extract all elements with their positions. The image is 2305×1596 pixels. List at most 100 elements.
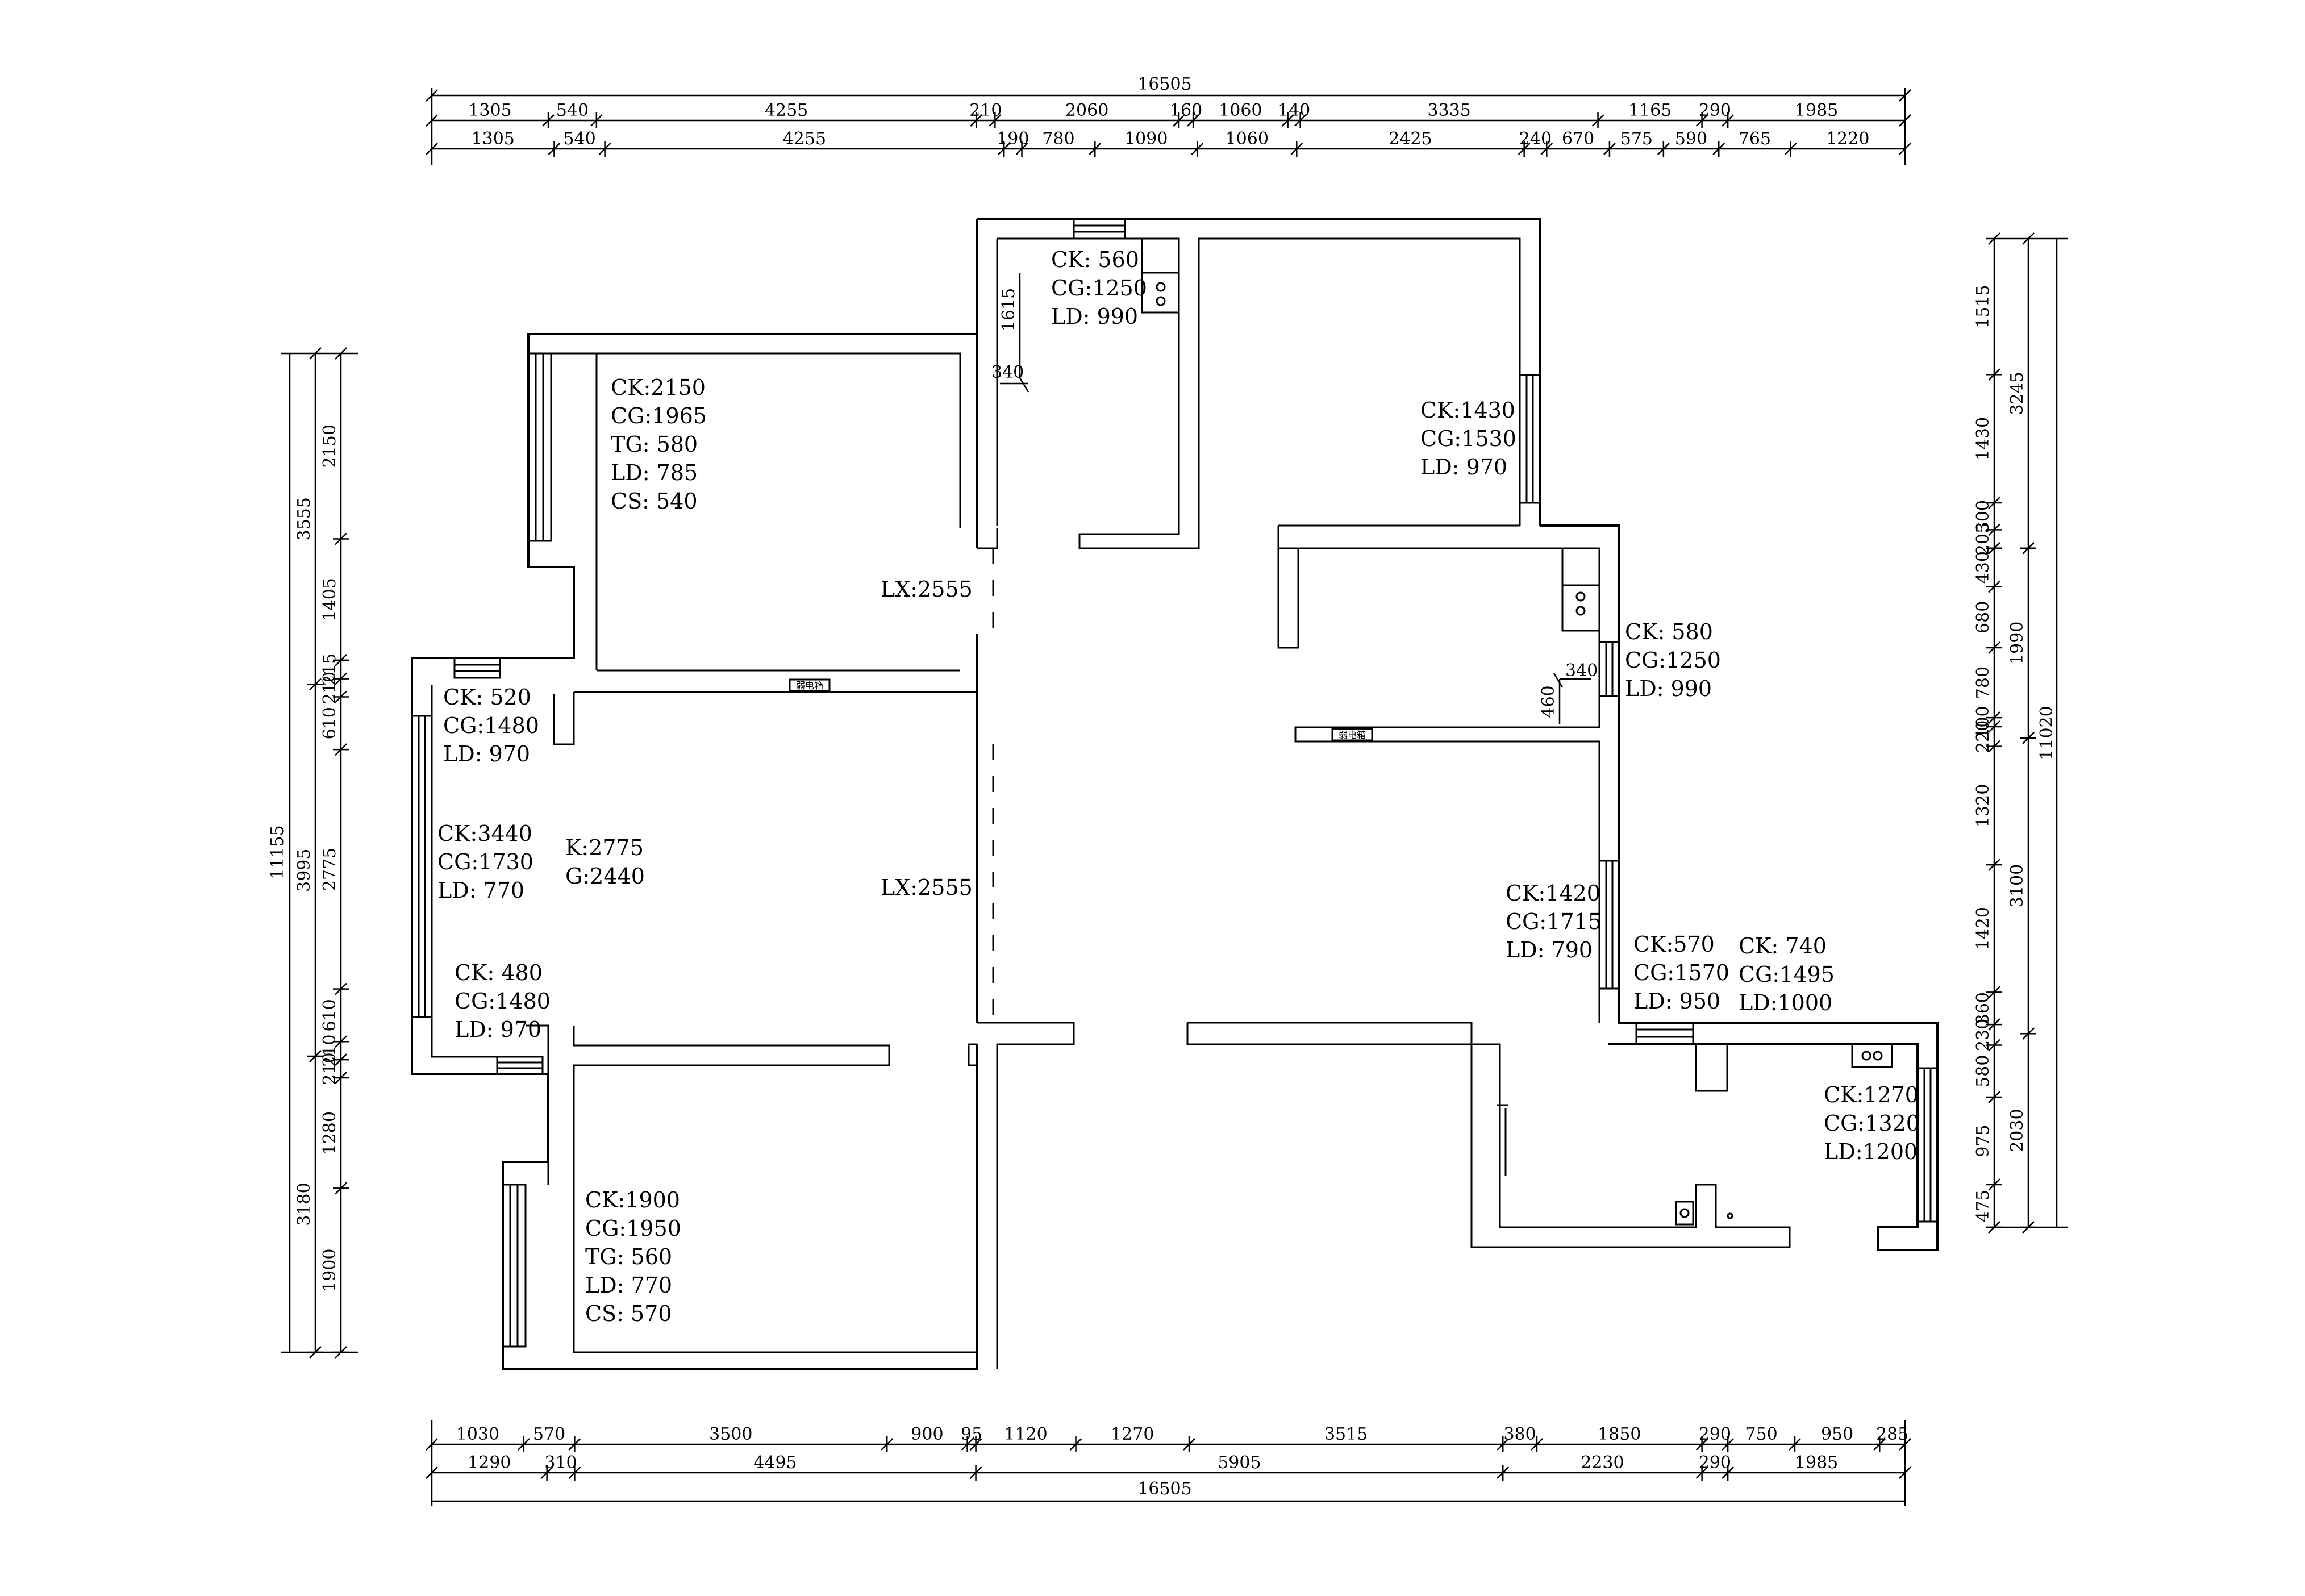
dim-bottom-segment: 3500 (709, 1424, 752, 1444)
dim-bottom-segment: 95 (961, 1424, 982, 1444)
dim-top-segment: 1220 (1826, 129, 1869, 149)
dim-top-segment: 590 (1675, 129, 1707, 149)
dim-top-segment: 540 (556, 101, 589, 120)
room-label-left-window-bay: LD: 770 (437, 878, 524, 903)
room-label-bedroom-top-left: CG:1965 (611, 403, 707, 428)
dim-bottom-segment: 290 (1699, 1453, 1731, 1473)
dim-right-segment: 780 (1973, 666, 1993, 699)
room-label-kitchen-b: CG:1495 (1739, 962, 1835, 987)
room-label-bedroom-top-right: CK:1430 (1420, 398, 1515, 423)
dim-right-segment: 360 (1973, 992, 1993, 1024)
dim-top-segment: 190 (997, 129, 1029, 149)
dim-bottom-segment: 1985 (1795, 1453, 1838, 1473)
dim-right-segment: 3245 (2007, 372, 2027, 415)
dim-bottom-segment: 1270 (1111, 1424, 1154, 1444)
dim-inner: 340 (991, 362, 1024, 382)
room-label-bath-top: CK: 560 (1051, 247, 1139, 272)
room-label-left-small-bottom: CK: 480 (455, 960, 543, 985)
dim-right-segment: 680 (1973, 601, 1993, 634)
dim-right-segment: 220 (1973, 720, 1993, 753)
weak-current-box-label: 弱电箱 (796, 680, 823, 691)
room-label-bedroom-top-left: CK:2150 (611, 375, 706, 400)
dim-right-segment: 100 (1973, 706, 1993, 738)
room-label-bath-top: LD: 990 (1051, 304, 1138, 329)
room-label-bath-top: CG:1250 (1051, 276, 1147, 301)
dim-left-segment: 210 (320, 1052, 340, 1085)
room-label-living-right: LD: 790 (1506, 937, 1593, 962)
dim-bottom-segment: 5905 (1218, 1453, 1261, 1473)
room-label-left-small-top: CG:1480 (443, 713, 539, 738)
room-label-balcony: CK:1270 (1824, 1082, 1919, 1107)
dim-top-segment: 2060 (1065, 101, 1108, 120)
room-label-bedroom-bottom-left: LD: 770 (585, 1273, 672, 1298)
dim-left-segment: 3555 (294, 497, 314, 540)
dim-right-segment: 3100 (2007, 864, 2027, 907)
room-label-kitchen-b: LD:1000 (1739, 990, 1832, 1015)
room-label-living-right: CG:1715 (1506, 909, 1602, 934)
dim-bottom-segment: 4495 (753, 1453, 797, 1473)
dim-top-segment: 1060 (1219, 101, 1262, 120)
room-label-corridor-upper: LX:2555 (881, 577, 973, 602)
dim-top-total: 16505 (1137, 74, 1191, 94)
room-label-left-window-bay: CK:3440 (437, 821, 532, 846)
dim-inner: 1615 (999, 288, 1019, 331)
dim-left-segment: 2150 (320, 424, 340, 468)
dim-left-segment: 215 (320, 653, 340, 686)
dim-right-segment: 2030 (2007, 1109, 2027, 1152)
dim-right-total: 11020 (2037, 706, 2057, 760)
dim-top-segment: 575 (1620, 129, 1653, 149)
dim-top-segment: 1090 (1124, 129, 1168, 149)
room-label-bath-right: CK: 580 (1625, 619, 1713, 644)
dim-bottom-segment: 570 (533, 1424, 565, 1444)
room-label-bedroom-top-right: LD: 970 (1420, 455, 1507, 480)
room-label-balcony: CG:1320 (1824, 1111, 1920, 1136)
fixtures: 弱电箱 弱电箱 340 1615 340 460 (789, 272, 1893, 1226)
dim-top-segment: 160 (1170, 101, 1202, 120)
dim-inner: 460 (1539, 685, 1558, 718)
room-label-left-small-top: LD: 970 (443, 741, 530, 766)
dim-top-segment: 4255 (783, 129, 826, 149)
dim-right-segment: 300 (1973, 500, 1993, 532)
room-label-bedroom-bottom-left: CG:1950 (585, 1216, 681, 1241)
dim-bottom-segment: 310 (544, 1453, 577, 1473)
windows (411, 218, 1939, 1348)
dim-bottom-segment: 2230 (1581, 1453, 1624, 1473)
dim-left-segment: 3180 (294, 1182, 314, 1226)
room-label-study-kg: G:2440 (565, 864, 645, 889)
dim-bottom-total: 16505 (1137, 1479, 1191, 1499)
dim-bottom-segment: 380 (1503, 1424, 1536, 1444)
dim-left-segment: 210 (320, 672, 340, 704)
room-label-left-small-bottom: LD: 970 (455, 1017, 541, 1042)
dim-top-segment: 3335 (1427, 101, 1470, 120)
room-label-kitchen-b: CK: 740 (1739, 934, 1827, 959)
dim-top-segment: 765 (1739, 129, 1771, 149)
room-label-bedroom-top-right: CG:1530 (1420, 426, 1516, 451)
dim-bottom-segment: 290 (1699, 1424, 1731, 1444)
room-label-left-small-top: CK: 520 (443, 685, 531, 710)
room-label-bedroom-top-left: TG: 580 (611, 432, 698, 457)
door-openings (976, 548, 994, 1023)
room-label-kitchen-a: CG:1570 (1633, 960, 1729, 985)
dim-top-segment: 1985 (1795, 101, 1838, 120)
room-label-corridor-lower: LX:2555 (881, 875, 973, 900)
room-label-living-right: CK:1420 (1506, 881, 1600, 906)
dim-left-segment: 1405 (320, 578, 340, 621)
dim-top-segment: 1305 (468, 101, 511, 120)
room-label-bedroom-bottom-left: CK:1900 (585, 1187, 680, 1212)
room-label-balcony: LD:1200 (1824, 1139, 1918, 1164)
dim-top-segment: 1060 (1226, 129, 1269, 149)
dim-top-segment: 290 (1699, 101, 1731, 120)
dim-left-segment: 610 (320, 707, 340, 739)
dim-bottom-segment: 3515 (1324, 1424, 1368, 1444)
room-label-bedroom-bottom-left: TG: 560 (585, 1244, 672, 1269)
dim-right-segment: 1990 (2007, 622, 2027, 665)
dim-bottom-segment: 1030 (456, 1424, 499, 1444)
dim-right-segment: 1320 (1973, 784, 1993, 827)
room-label-bath-right: CG:1250 (1625, 648, 1721, 673)
dim-right-segment: 975 (1973, 1124, 1993, 1157)
room-label-bath-right: LD: 990 (1625, 676, 1712, 701)
